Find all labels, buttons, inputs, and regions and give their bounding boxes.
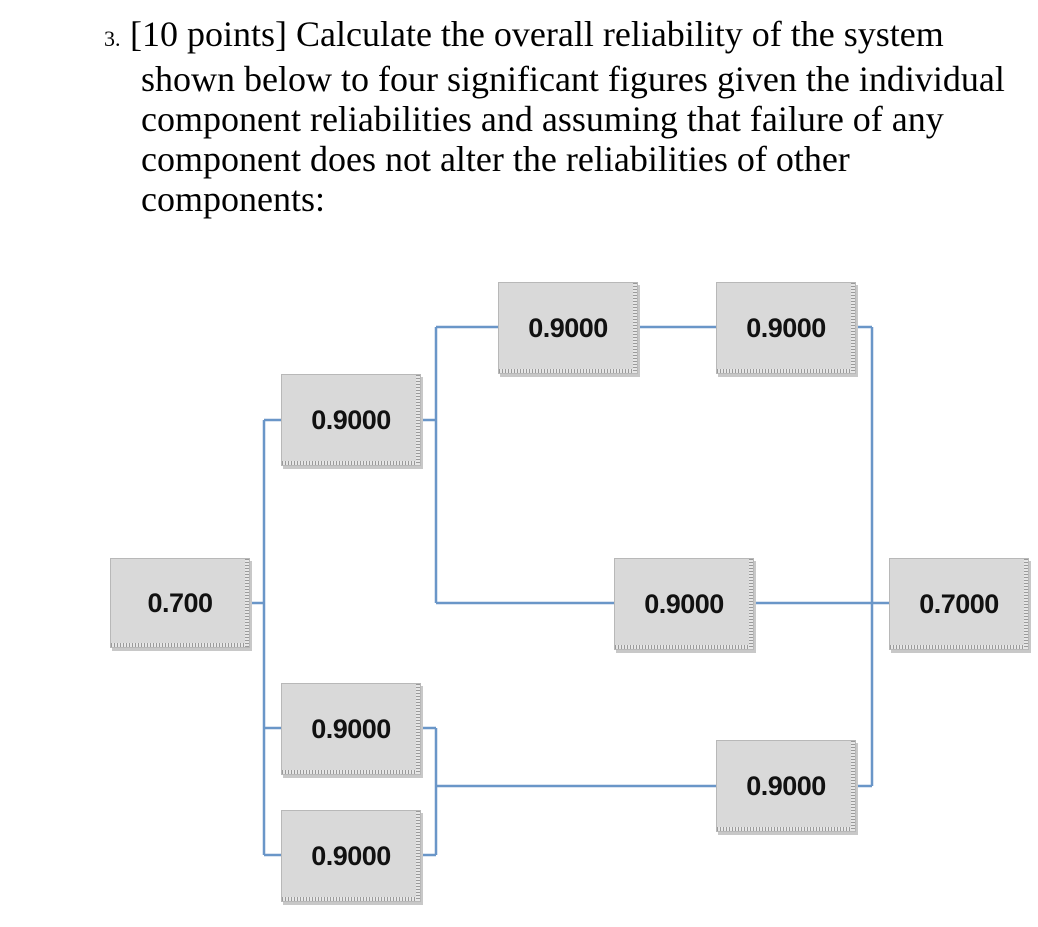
component-lower-left-b: 0.9000 (281, 810, 421, 902)
question-text-line: [10 points] Calculate the overall reliab… (130, 14, 944, 54)
component-top-a: 0.9000 (498, 282, 638, 374)
component-output: 0.7000 (889, 558, 1029, 650)
question-text: 3. [10 points] Calculate the overall reli… (104, 14, 1005, 219)
component-top-b: 0.9000 (716, 282, 856, 374)
component-middle: 0.9000 (614, 558, 754, 650)
component-lower-right: 0.9000 (716, 740, 856, 832)
question-text-line: component reliabilities and assuming tha… (141, 99, 944, 139)
question-text-line: component does not alter the reliabiliti… (141, 139, 850, 179)
question-number: 3. (104, 26, 121, 51)
question-text-line: components: (141, 179, 325, 219)
component-upper-left: 0.9000 (281, 374, 421, 466)
component-input: 0.700 (110, 558, 250, 648)
question-text-line: shown below to four significant figures … (141, 59, 1005, 99)
component-lower-left-a: 0.9000 (281, 683, 421, 775)
question-line-1: 3. [10 points] Calculate the overall reli… (104, 14, 1004, 59)
